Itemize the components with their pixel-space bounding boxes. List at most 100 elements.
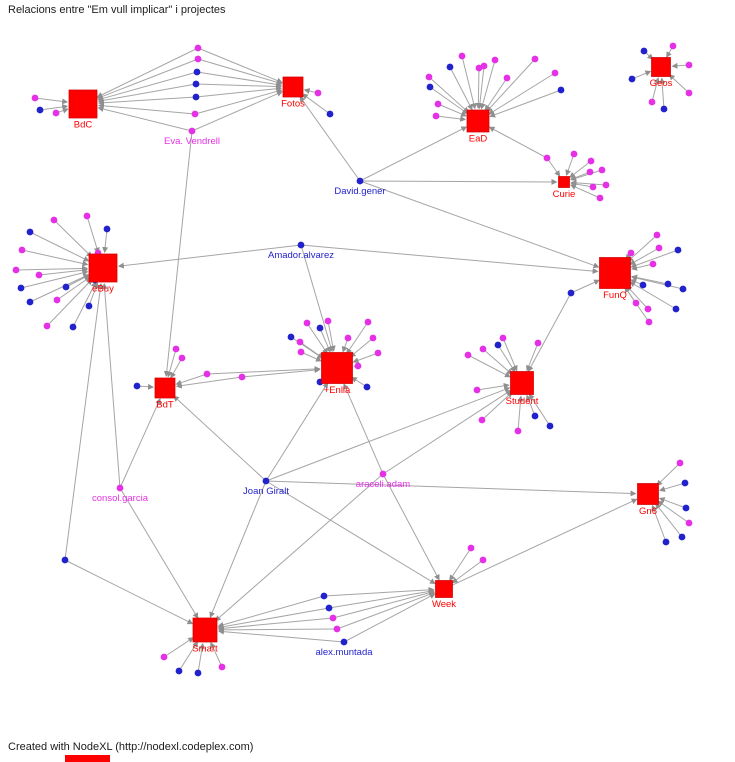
edge [332,590,435,619]
person-dot [567,289,575,297]
person-dot [458,52,466,60]
person-dot [499,334,507,342]
edge [53,219,93,258]
edge [97,106,193,132]
edge [570,181,594,188]
edge [570,179,607,186]
person-dot [133,382,141,390]
project-label-FunQ: FunQ [603,290,627,301]
edge [206,366,321,375]
edge [86,215,100,254]
edge [327,320,336,352]
edge [101,282,121,489]
person-dot [333,625,341,633]
edge [299,341,324,359]
edge [96,47,199,98]
person-dot [655,244,663,252]
edge [343,593,436,643]
edge [163,637,195,658]
project-node-Student [510,371,534,395]
person-dot [314,89,322,97]
person-dot [85,302,93,310]
edge [346,321,369,355]
edge [359,180,600,269]
edge [265,480,637,497]
edge [301,93,331,115]
person-dot [432,112,440,120]
person-dot [62,283,70,291]
project-label-BdT: BdT [156,400,174,411]
edge [328,588,435,609]
edge [97,96,197,106]
edge [217,628,345,643]
person-dot [653,231,661,239]
edge [102,228,109,254]
person-label-eva: Eva. Vendrell [164,136,220,147]
edge [451,498,638,586]
edge [352,352,379,364]
project-node-BdC [68,89,98,119]
project-node-Enlla [321,352,353,384]
person-dot [193,68,201,76]
edge [217,607,330,630]
edge [489,89,562,118]
person-dot [446,63,454,71]
edge [20,270,89,289]
person-dot [534,339,542,347]
edge [119,487,199,619]
person-dot [35,271,43,279]
project-node-Week [435,580,453,598]
edge [214,473,384,622]
edge [319,327,331,353]
person-dot [602,181,610,189]
edge [382,473,440,581]
edge [481,391,513,421]
edge [655,503,683,538]
person-dot-david [356,177,364,185]
person-dot [682,504,690,512]
edge [265,480,436,585]
person-dot [478,416,486,424]
person-dot [587,157,595,165]
person-dot [464,351,472,359]
person-dot [203,370,211,378]
edge [656,462,681,486]
person-dot [589,183,597,191]
person-dot [674,246,682,254]
edge [488,72,556,115]
person-dot [325,604,333,612]
edge [217,595,325,628]
edge [195,85,283,98]
person-dot [645,318,653,326]
edge [502,337,518,372]
project-label-Gn6: Gn6 [639,506,657,517]
person-dot [194,44,202,52]
person-dot [320,592,328,600]
person-dot [681,479,689,487]
project-node-Fotos [282,76,304,98]
person-label-david: David.gener [334,186,385,197]
person-dot [531,412,539,420]
person-dot [374,349,382,357]
edge [359,178,558,185]
person-dot [649,260,657,268]
project-label-eBuy: eBuy [92,284,114,295]
project-label-BdC: BdC [74,120,93,131]
person-dot [480,62,488,70]
edge [629,247,660,265]
person-dot [178,354,186,362]
person-dot [640,47,648,55]
person-dot [194,669,202,677]
people-dots-layer [12,42,693,677]
edge [546,157,561,177]
project-label-Week: Week [432,599,456,610]
edge [631,275,684,290]
edge [336,591,436,630]
person-dot [297,348,305,356]
person-dot [660,105,668,113]
person-dot [18,246,26,254]
person-dot [83,212,91,220]
person-dot [678,533,686,541]
person-label-joan: Joan Giralt [243,486,289,497]
